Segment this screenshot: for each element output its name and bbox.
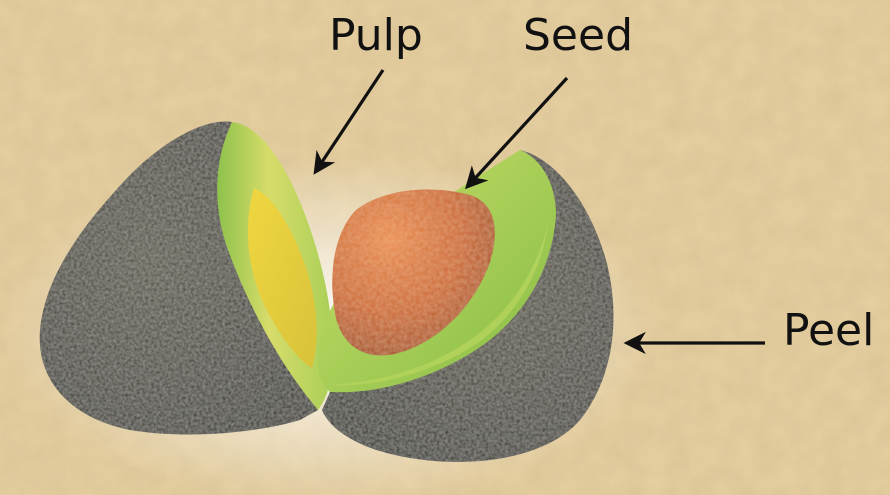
- seed-label: Seed: [523, 14, 633, 58]
- peel-label: Peel: [783, 309, 874, 353]
- pulp-label: Pulp: [329, 14, 423, 58]
